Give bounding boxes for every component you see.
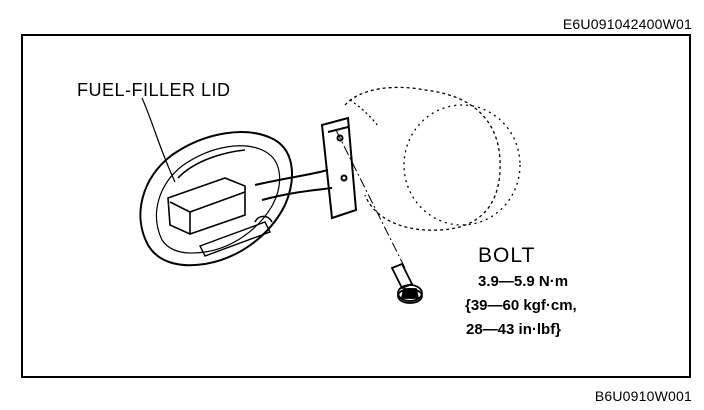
- filler-housing: [344, 86, 521, 231]
- hinge-arm: [254, 116, 358, 220]
- figure-code-bottom: B6U0910W001: [594, 388, 692, 404]
- fuel-filler-lid-label: FUEL-FILLER LID: [77, 80, 231, 100]
- lid-leader-line: [141, 97, 176, 183]
- torque-spec-kgfcm: {39—60 kgf·cm,: [465, 297, 577, 314]
- figure-code-top: E6U091042400W01: [562, 16, 692, 32]
- torque-spec-nm: 3.9—5.9 N·m: [478, 273, 569, 290]
- torque-spec-inlbf: 28—43 in·lbf}: [466, 321, 562, 338]
- illustration-frame: [21, 34, 691, 378]
- bolt-icon: [390, 262, 423, 304]
- bolt-label: BOLT: [478, 244, 536, 267]
- bolt-centerline: [335, 129, 406, 269]
- lid-latch: [167, 149, 273, 257]
